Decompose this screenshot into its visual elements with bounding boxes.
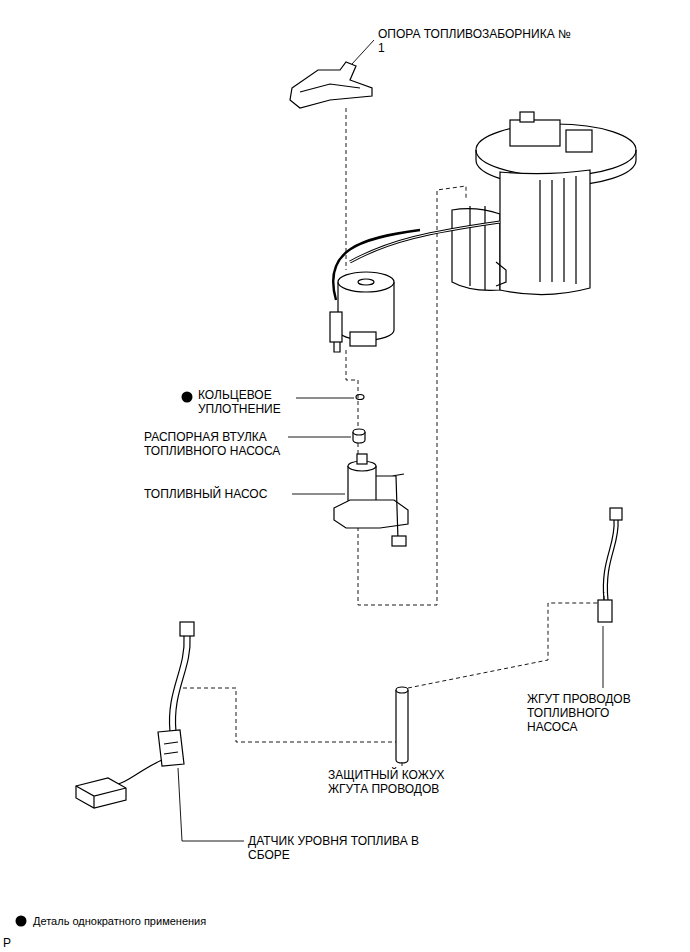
sender-gauge: [76, 622, 194, 808]
suction-support: [290, 62, 372, 108]
legend-row: Деталь однократного применения: [14, 914, 206, 928]
fuel-pipe: [333, 222, 500, 300]
part-label: ЗАЩИТНЫЙ КОЖУХ ЖГУТА ПРОВОДОВ: [328, 768, 458, 796]
single-use-bullet: [182, 392, 193, 403]
suction-tube-assembly: [452, 112, 636, 295]
part-label: ДАТЧИК УРОВНЯ ТОПЛИВА В СБОРЕ: [248, 834, 444, 862]
pump-spacer: [353, 429, 365, 443]
fuel-filter: [330, 272, 394, 352]
harness-protector: [396, 687, 408, 763]
o-ring: [356, 395, 364, 400]
part-label: РАСПОРНАЯ ВТУЛКА ТОПЛИВНОГО НАСОСА: [144, 430, 284, 458]
pump-harness: [598, 508, 622, 622]
part-label: ЖГУТ ПРОВОДОВ ТОПЛИВНОГО НАСОСА: [527, 692, 637, 734]
legend-bullet: [14, 914, 28, 928]
legend-text: Деталь однократного применения: [33, 914, 206, 928]
part-label: ТОПЛИВНЫЙ НАСОС: [144, 487, 324, 501]
fuel-pump: [334, 454, 408, 546]
assembly-line: [183, 108, 604, 742]
part-label: ОПОРА ТОПЛИВОЗАБОРНИКА № 1: [378, 27, 578, 55]
part-label: КОЛЬЦЕВОЕ УПЛОТНЕНИЕ: [198, 388, 294, 416]
figure-code: P: [3, 936, 23, 950]
